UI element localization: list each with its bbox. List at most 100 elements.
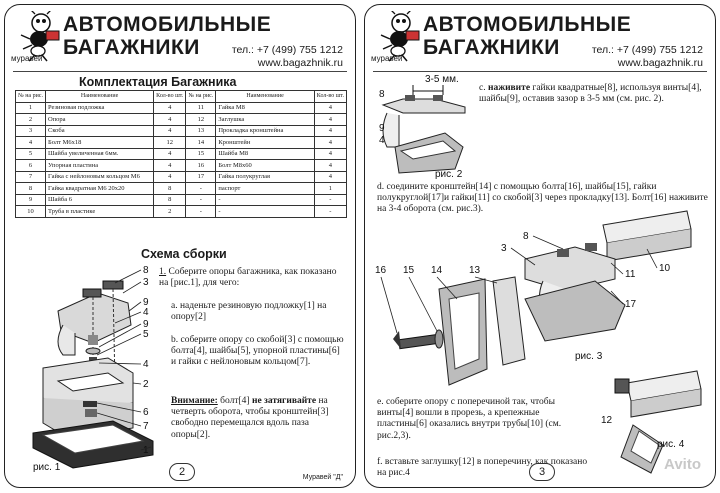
callout-label: 3 bbox=[143, 277, 149, 288]
callout-leader bbox=[98, 323, 142, 348]
callout-leader bbox=[128, 301, 142, 312]
brand-line-2: БАГАЖНИКИ bbox=[423, 36, 560, 59]
parts-table-cell: 13 bbox=[185, 124, 217, 137]
parts-table-cell: 4 bbox=[153, 170, 187, 183]
callout-label: 5 bbox=[143, 329, 149, 340]
callout-label: 10 bbox=[659, 263, 671, 274]
warning-emphasis: не затягивайте bbox=[251, 396, 317, 406]
callout-label: 16 bbox=[375, 265, 387, 276]
callout-leader bbox=[140, 446, 152, 451]
header-divider bbox=[13, 71, 347, 72]
parts-table-cell: 8 bbox=[153, 182, 187, 195]
step-1-text: 1. Соберите опоры багажника, как показан… bbox=[159, 267, 347, 289]
parts-table-cell: - bbox=[185, 193, 217, 206]
step-a-text: а. наденьте резиновую подложку[1] на опо… bbox=[171, 301, 327, 323]
figure-3-caption: рис. 3 bbox=[575, 351, 603, 362]
brand-line-1: АВТОМОБИЛЬНЫЕ bbox=[63, 13, 272, 36]
callout-label: 13 bbox=[469, 265, 481, 276]
parts-table-cell: Шайба М8 bbox=[215, 147, 315, 160]
parts-table-header-cell: Наименование bbox=[44, 90, 155, 103]
warning-text: Внимание: болт[4] не затягивайте на четв… bbox=[171, 396, 347, 441]
callout-leader bbox=[96, 412, 142, 427]
parts-table-cell: Гайка квадратная М6 20х20 bbox=[44, 182, 155, 195]
callout-label: 15 bbox=[403, 265, 415, 276]
callout-label: 14 bbox=[431, 265, 443, 276]
callout-leader bbox=[96, 333, 142, 356]
brand-title: АВТОМОБИЛЬНЫЕ БАГАЖНИКИ bbox=[63, 13, 271, 59]
parts-table-cell: 14 bbox=[185, 136, 217, 149]
website-link[interactable]: www.bagazhnik.ru bbox=[617, 57, 703, 69]
callout-label: 9 bbox=[143, 319, 149, 330]
assembly-scheme-title: Схема сборки bbox=[141, 247, 227, 261]
figure-2-diagram: 3-5 мм. 8 9 4 рис. 2 bbox=[379, 74, 466, 180]
parts-table-cell: 4 bbox=[153, 159, 187, 172]
parts-table-cell: 5 bbox=[15, 147, 46, 160]
step-b-text: b. соберите опору со скобой[3] с помощью… bbox=[171, 335, 344, 368]
step-f-text: f. вставьте заглушку[12] в поперечину, к… bbox=[377, 457, 588, 479]
step-c-rest: гайки квадратные[8], используя винты[4],… bbox=[479, 83, 702, 105]
parts-table-cell: 4 bbox=[313, 170, 348, 183]
parts-table-header-cell: № на рис. bbox=[15, 90, 46, 103]
page-2-footer: Муравей "Д" bbox=[302, 474, 343, 481]
parts-table-cell: 8 bbox=[15, 182, 46, 195]
callout-label: 4 bbox=[143, 307, 149, 318]
parts-table-cell: 4 bbox=[153, 113, 187, 126]
parts-table-cell: 1 bbox=[15, 101, 46, 114]
callout-label: 8 bbox=[523, 231, 529, 242]
brand-title: АВТОМОБИЛЬНЫЕ БАГАЖНИКИ bbox=[423, 13, 631, 59]
parts-table-cell: - bbox=[313, 193, 348, 206]
parts-table-cell: паспорт bbox=[215, 182, 315, 195]
parts-table-cell: - bbox=[215, 205, 315, 218]
figure-4-diagram: 12 рис. 4 bbox=[601, 370, 702, 474]
callout-label: 2 bbox=[143, 379, 149, 390]
manual-page-3: муравей АВТОМОБИЛЬНЫЕ БАГАЖНИКИ тел.: +7… bbox=[364, 4, 716, 488]
parts-table-cell: Труба в пластике bbox=[44, 205, 155, 218]
parts-table-cell: 7 bbox=[15, 170, 46, 183]
parts-table-cell: 2 bbox=[153, 205, 187, 218]
callout-label: 7 bbox=[143, 421, 149, 432]
parts-table-cell: 2 bbox=[15, 113, 46, 126]
parts-table-cell: 4 bbox=[153, 124, 187, 137]
callout-leader bbox=[474, 276, 498, 284]
parts-table-cell: Прокладка кронштейна bbox=[215, 124, 315, 137]
parts-table-cell: 4 bbox=[313, 159, 348, 172]
ant-mascot-icon bbox=[380, 11, 420, 62]
parts-table-cell: 4 bbox=[313, 124, 348, 137]
figure-2-caption: рис. 2 bbox=[435, 169, 463, 180]
callout-label: 17 bbox=[625, 299, 637, 310]
callout-label: 6 bbox=[143, 407, 149, 418]
phone-number: тел.: +7 (499) 755 1212 bbox=[231, 44, 343, 56]
parts-table-cell: Опора bbox=[44, 113, 155, 126]
callout-leader bbox=[114, 269, 142, 284]
step-c-text: c. наживите гайки квадратные[8], использ… bbox=[479, 83, 709, 105]
callout-leader bbox=[96, 402, 142, 413]
parts-table-cell: - bbox=[185, 182, 217, 195]
parts-table-cell: Шайба увеличенная 6мм. bbox=[44, 147, 155, 160]
parts-table-cell: Болт М6х18 bbox=[44, 136, 155, 149]
parts-table-cell: 4 bbox=[15, 136, 46, 149]
parts-table-cell: Скоба bbox=[44, 124, 155, 137]
parts-table-cell: 12 bbox=[153, 136, 187, 149]
step-1-instruction: Соберите опоры багажника, как показано н… bbox=[159, 267, 337, 289]
website-link[interactable]: www.bagazhnik.ru bbox=[257, 57, 343, 69]
parts-table-cell: - bbox=[313, 205, 348, 218]
figure-4-caption: рис. 4 bbox=[657, 439, 685, 450]
callout-label: 9 bbox=[143, 297, 149, 308]
parts-table-cell: Кронштейн bbox=[215, 136, 315, 149]
callout-leader bbox=[610, 290, 624, 305]
parts-table-header-cell: Наименование bbox=[215, 90, 315, 103]
callout-leader bbox=[114, 311, 142, 324]
parts-table-header-cell: Кол-во шт. bbox=[313, 90, 348, 103]
kit-title: Комплектация Багажника bbox=[79, 75, 237, 89]
parts-table-cell: Заглушка bbox=[215, 113, 315, 126]
parts-table-cell: 11 bbox=[185, 101, 217, 114]
step-1-number: 1. bbox=[159, 267, 167, 277]
parts-table-cell: Гайка М8 bbox=[215, 101, 315, 114]
ant-mascot-icon bbox=[20, 11, 60, 62]
